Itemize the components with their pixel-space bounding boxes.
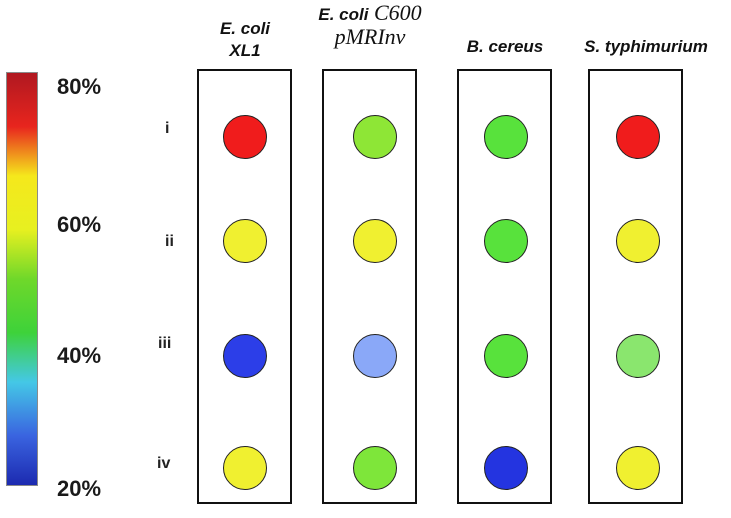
dot-col1-row-ii — [223, 219, 267, 263]
dot-col3-row-ii — [484, 219, 528, 263]
dot-col2-row-iv — [353, 446, 397, 490]
row-label-iii: iii — [158, 335, 172, 352]
scale-label-20: 20% — [57, 476, 102, 501]
dot-col4-row-ii — [616, 219, 660, 263]
dot-col2-row-iii — [353, 334, 397, 378]
row-label-iv: iv — [157, 455, 171, 472]
column-title-ecoli-xl1: E. coli XL1 — [219, 19, 271, 60]
column-title-ecoli-c600: E. coli C600 pMRInv — [318, 0, 422, 49]
dot-col3-row-iii — [484, 334, 528, 378]
dot-col4-row-iv — [616, 446, 660, 490]
row-label-i: i — [165, 120, 170, 137]
dot-col2-row-ii — [353, 219, 397, 263]
color-scale-bar — [6, 72, 38, 486]
panel-styphimurium — [588, 69, 683, 504]
dot-col1-row-iii — [223, 334, 267, 378]
dot-col3-row-i — [484, 115, 528, 159]
dot-col1-row-i — [223, 115, 267, 159]
dot-col4-row-iii — [616, 334, 660, 378]
column-title-styphimurium: S. typhimurium — [584, 37, 708, 56]
scale-label-60: 60% — [57, 212, 102, 237]
column-title-bcereus: B. cereus — [466, 37, 544, 56]
scale-label-80: 80% — [57, 74, 102, 99]
dot-col1-row-iv — [223, 446, 267, 490]
scale-label-40: 40% — [57, 343, 102, 368]
dot-col3-row-iv — [484, 446, 528, 490]
dot-col4-row-i — [616, 115, 660, 159]
dot-col2-row-i — [353, 115, 397, 159]
row-label-ii: ii — [165, 233, 174, 250]
